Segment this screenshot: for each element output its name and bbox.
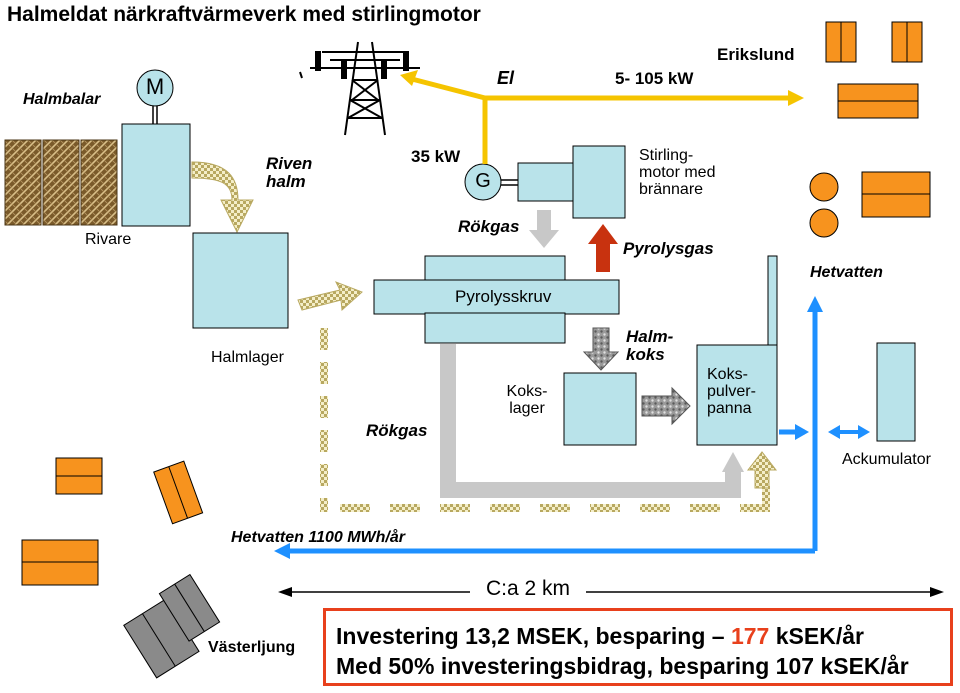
ackumulator-box [876,342,916,442]
label-ackumulator: Ackumulator [842,451,931,468]
pyrolysis-gas-arrow [588,224,618,272]
halmkoks-down-arrow [582,327,620,371]
label-rokgas-top: Rökgas [458,217,520,236]
label-rivare: Rivare [85,231,132,248]
label-stirling: Stirling- motor med brännare [639,147,716,198]
investment-line-2: Med 50% investeringsbidrag, besparing 10… [336,653,909,679]
investment-line-1: Investering 13,2 MSEK, besparing – 177 k… [336,623,864,650]
label-motor: M [145,74,165,99]
label-generator: G [475,170,491,192]
kokslager-box [563,372,637,446]
halmkoks-text: Halm- koks [626,327,674,364]
label-hetvatten-bottom: Hetvatten 1100 MWh/år [231,529,405,546]
label-pyrolysgas: Pyrolysgas [623,239,714,258]
label-kokspanna: Koks- pulver- panna [707,366,756,417]
electricity-line [400,70,804,164]
label-erikslund: Erikslund [717,45,795,64]
investment-box: Investering 13,2 MSEK, besparing – 177 k… [323,608,953,686]
kokslager-text: Koks- lager [506,383,548,417]
pyrolysskruv-unit [373,255,620,344]
investment-line-1-prefix: Investering 13,2 MSEK, besparing – [336,623,731,649]
label-halmlager: Halmlager [211,349,284,366]
power-pylon-icon [299,41,420,136]
flue-gas-down-arrow [529,210,559,248]
hot-water-lines [274,296,870,559]
flue-gas-up-arrow [746,451,778,489]
label-power-range: 5- 105 kW [615,69,694,88]
investment-highlight: 177 [730,623,770,649]
coke-feed-arrow [641,386,691,426]
straw-feed-arrow [297,281,363,312]
stirling-text: Stirling- motor med brännare [639,147,716,198]
riven-halm-text: Riven halm [266,154,313,191]
investment-line-1-suffix: kSEK/år [769,623,864,649]
flue-gas-duct [320,328,770,512]
chimney [767,255,778,346]
halmlager-box [192,232,289,329]
page-title: Halmeldat närkraftvärmeverk med stirling… [7,3,481,26]
label-35kw: 35 kW [411,147,461,166]
kokspanna-box [696,344,778,446]
label-kokslager: Koks- lager [498,383,556,418]
kokspanna-text: Koks- pulver- panna [707,366,756,417]
erikslund-buildings [809,21,931,238]
label-halmkoks: Halm- koks [626,328,673,364]
label-hetvatten-top: Hetvatten [810,264,883,281]
label-el: El [497,68,515,88]
label-pyrolysskruv: Pyrolysskruv [455,287,552,306]
label-halmbalar: Halmbalar [23,91,101,108]
motor [136,69,174,124]
shredded-straw-arrow [191,161,254,234]
label-distance: C:a 2 km [485,577,571,600]
label-rokgas-bottom: Rökgas [366,421,428,440]
label-vasterljung: Västerljung [208,639,296,656]
vasterljung-buildings [21,457,221,679]
straw-bales [4,139,118,226]
distance-arrow [278,587,944,597]
label-riven-halm: Riven halm [266,155,312,191]
rivare-box [121,123,191,227]
char-return-path [440,344,744,498]
stirling-engine [517,145,626,219]
